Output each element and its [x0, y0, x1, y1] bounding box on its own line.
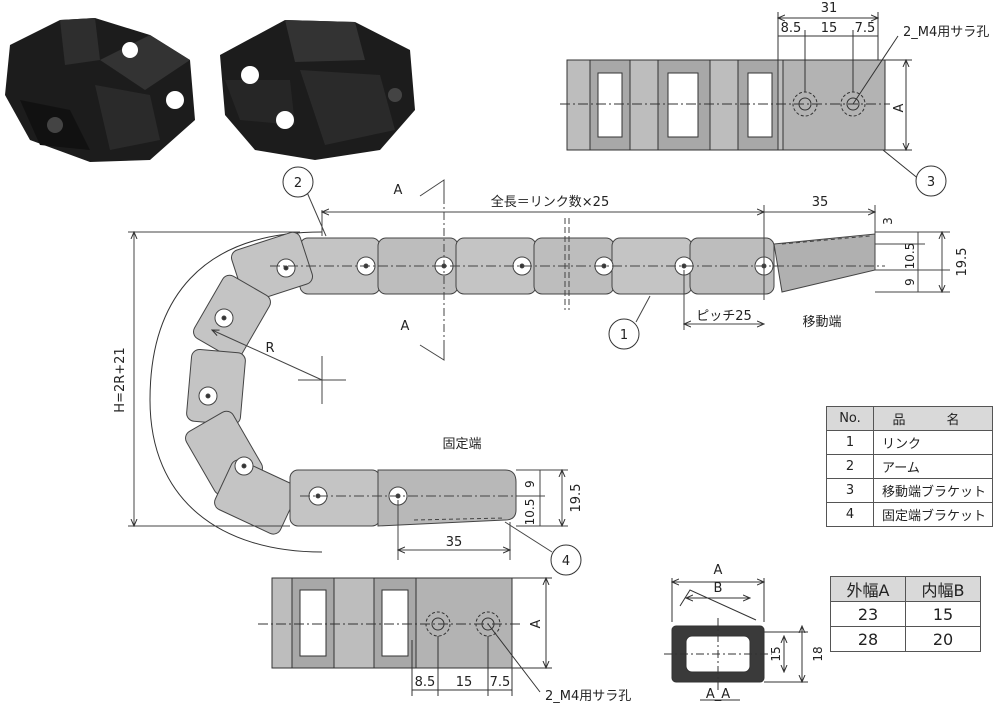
size-table: 外幅A 内幅B 23 15 28 20	[830, 576, 981, 652]
dim-bottom-d3: 7.5	[490, 675, 511, 690]
section-dim-inner: B	[714, 581, 723, 596]
section-dim-h2: 18	[811, 646, 825, 661]
product-photo-right	[205, 0, 420, 165]
dim-top-width: A	[892, 103, 907, 112]
table-row: 2 アーム	[826, 454, 993, 479]
dim-fixed-d2: 10.5	[523, 499, 537, 526]
table-row: 1 リンク	[826, 430, 993, 455]
size-header-outer: 外幅A	[830, 576, 906, 602]
hole-note-top: 2_M4用サラ孔	[903, 25, 989, 40]
dim-moving-d1: 3	[881, 217, 895, 225]
table-row: 4 固定端ブラケット	[826, 502, 993, 527]
section-dim-h1: 15	[769, 646, 783, 661]
dim-fixed-d1: 9	[523, 480, 537, 488]
top-plan-view	[560, 12, 921, 181]
dim-top-d1: 8.5	[781, 21, 802, 36]
radius-label: R	[265, 341, 274, 356]
svg-text:1: 1	[620, 328, 628, 343]
callout-4: 4	[550, 544, 582, 576]
svg-text:4: 4	[562, 554, 570, 569]
parts-header-no: No.	[826, 406, 874, 431]
dim-bottom-d1: 8.5	[415, 675, 436, 690]
callout-3: 3	[915, 165, 947, 197]
product-photo-left	[0, 0, 200, 165]
svg-text:2: 2	[294, 176, 302, 191]
total-length-label: 全長＝リンク数×25	[491, 194, 609, 210]
table-row: 28 20	[830, 626, 981, 652]
dim-moving-d3: 9	[903, 278, 917, 286]
size-header-inner: 内幅B	[905, 576, 981, 602]
parts-header-name: 品 名	[873, 406, 993, 431]
pitch-label: ピッチ25	[696, 309, 752, 324]
parts-table: No. 品 名 1 リンク 2 アーム 3 移動端ブラケット 4 固定端ブラケッ…	[826, 406, 993, 527]
hole-note-bottom: 2_M4用サラ孔	[545, 689, 631, 704]
dim-bottom-width: A	[529, 619, 544, 628]
dim-top-d2: 15	[821, 21, 838, 36]
callout-2: 2	[282, 166, 314, 198]
chain-side-view	[128, 179, 950, 560]
section-mark-bottom: A	[401, 319, 410, 334]
height-label: H=2R+21	[113, 347, 128, 412]
dim-moving-length: 35	[812, 195, 829, 210]
bottom-plan-view	[258, 578, 552, 696]
table-row: 3 移動端ブラケット	[826, 478, 993, 503]
callout-1: 1	[608, 318, 640, 350]
section-label: A_A	[706, 687, 730, 702]
section-view	[664, 578, 808, 701]
dim-top-d3: 7.5	[855, 21, 876, 36]
fixed-end-label: 固定端	[442, 437, 481, 452]
section-dim-outer: A	[714, 563, 723, 578]
dim-bottom-d2: 15	[456, 675, 473, 690]
moving-end-label: 移動端	[802, 315, 841, 330]
dim-moving-total: 19.5	[955, 248, 970, 277]
dim-moving-d2: 10.5	[903, 243, 917, 270]
section-mark-top: A	[394, 183, 403, 198]
dim-fixed-total: 19.5	[569, 484, 584, 513]
table-row: 23 15	[830, 601, 981, 627]
dim-fixed-length: 35	[446, 535, 463, 550]
dim-top-overall: 31	[821, 1, 838, 16]
svg-text:3: 3	[927, 175, 935, 190]
